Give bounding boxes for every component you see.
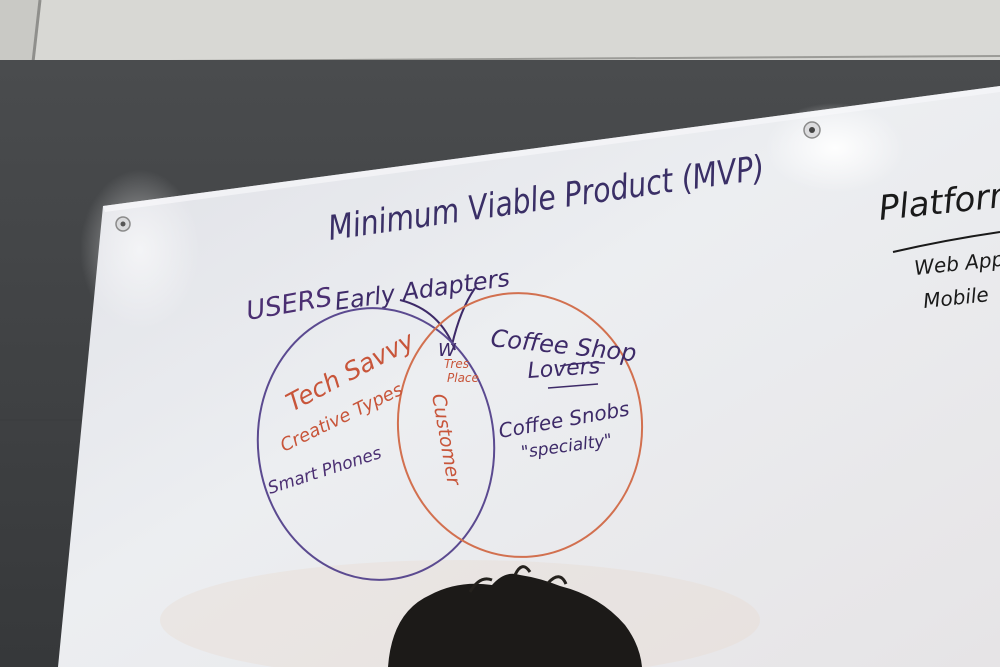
lovers-underline <box>547 362 606 389</box>
left-venn-circle <box>256 307 496 581</box>
board-mount-right <box>803 121 821 139</box>
person-head-silhouette <box>388 565 642 667</box>
overlap-marker: W <box>438 340 457 361</box>
place-label: Place <box>447 371 479 385</box>
whiteboard <box>58 86 1000 667</box>
tres-label: Tres <box>444 357 469 371</box>
platform-underline <box>892 231 1000 253</box>
right-venn-circle <box>396 292 644 558</box>
board-mount-left <box>115 216 131 232</box>
ceiling <box>0 0 1000 63</box>
lovers-label: Lovers <box>527 354 601 384</box>
